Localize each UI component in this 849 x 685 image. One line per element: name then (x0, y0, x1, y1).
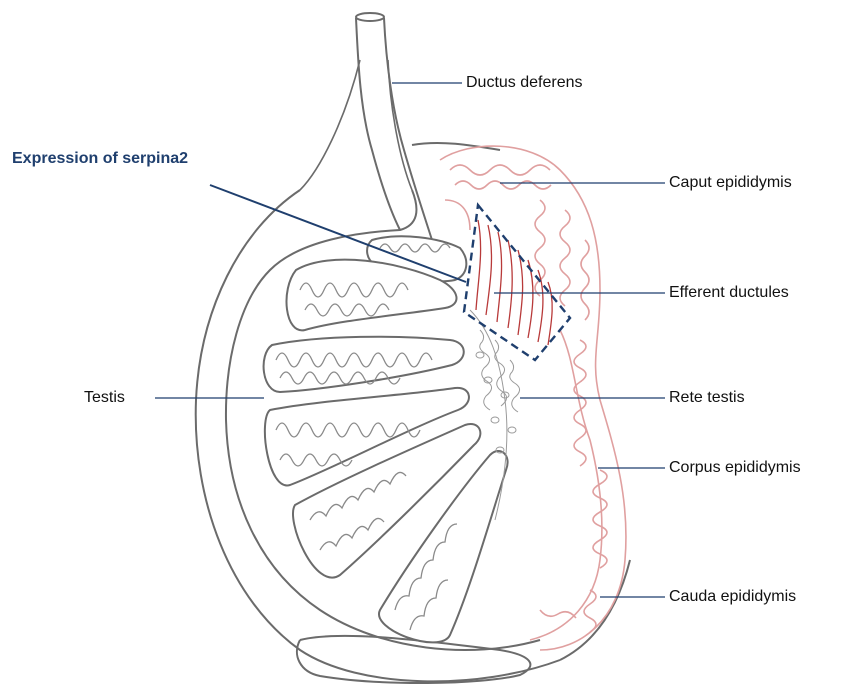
efferent-ductules-label: Efferent ductules (669, 284, 789, 302)
ductus-deferens-drawing (300, 13, 432, 240)
testis-label: Testis (84, 389, 125, 407)
testis-lobules (264, 236, 508, 642)
rete-testis-label: Rete testis (669, 389, 745, 407)
efferent-ductules-drawing (476, 220, 552, 345)
cauda-epididymis-label: Cauda epididymis (669, 588, 796, 606)
caput-epididymis-label: Caput epididymis (669, 174, 792, 192)
serpina2-expression-label: Expression of serpina2 (12, 150, 188, 168)
ductus-deferens-label: Ductus deferens (466, 74, 583, 92)
corpus-epididymis-label: Corpus epididymis (669, 459, 801, 477)
